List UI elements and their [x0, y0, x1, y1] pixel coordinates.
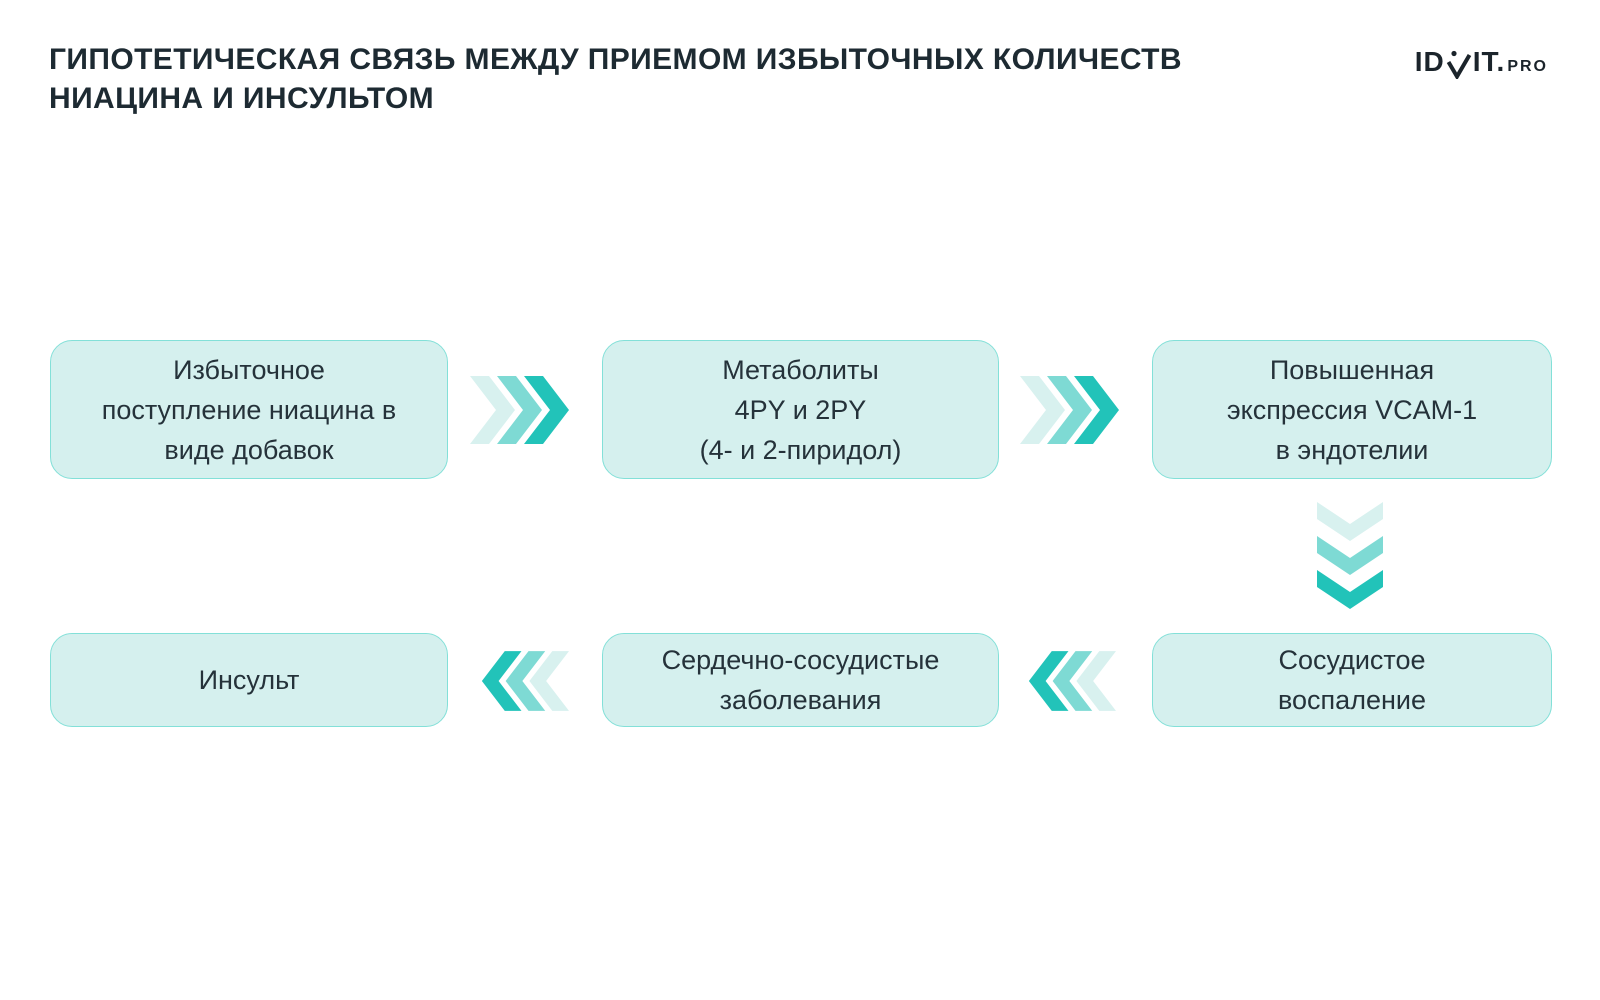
chevron-left-arrow-icon — [1028, 646, 1116, 721]
flow-box-cardiovascular-disease: Сердечно-сосудистые заболевания — [602, 633, 999, 727]
brand-logo-part2: IT. — [1472, 46, 1506, 77]
flow-box-label: Сердечно-сосудистые заболевания — [661, 645, 940, 715]
brand-logo-part1: ID — [1414, 46, 1445, 77]
checkmark-with-dot-icon — [1446, 49, 1472, 81]
flow-box-label: Сосудистое воспаление — [1278, 645, 1426, 715]
flow-box-vascular-inflammation: Сосудистое воспаление — [1152, 633, 1552, 727]
flow-box-excess-niacin: Избыточное поступление ниацина в виде до… — [50, 340, 448, 479]
flow-box-label: Повышенная экспрессия VCAM-1 в эндотелии — [1226, 354, 1478, 465]
flow-box-metabolites: Метаболиты 4PY и 2PY (4- и 2-пиридол) — [602, 340, 999, 479]
chevron-down-arrow-icon — [1317, 502, 1383, 615]
page-title: ГИПОТЕТИЧЕСКАЯ СВЯЗЬ МЕЖДУ ПРИЕМОМ ИЗБЫТ… — [49, 43, 1182, 115]
brand-logo: ID IT. PRO — [1414, 46, 1548, 81]
flow-box-vcam-expression: Повышенная экспрессия VCAM-1 в эндотелии — [1152, 340, 1552, 479]
flow-box-stroke: Инсульт — [50, 633, 448, 727]
flow-box-label: Избыточное поступление ниацина в виде до… — [101, 354, 397, 465]
chevron-right-arrow-icon — [470, 376, 570, 449]
flow-box-label: Инсульт — [198, 665, 300, 695]
chevron-right-arrow-icon — [1020, 376, 1120, 449]
brand-logo-suffix: PRO — [1507, 58, 1548, 75]
chevron-left-arrow-icon — [481, 646, 569, 721]
flow-box-label: Метаболиты 4PY и 2PY (4- и 2-пиридол) — [699, 354, 902, 465]
